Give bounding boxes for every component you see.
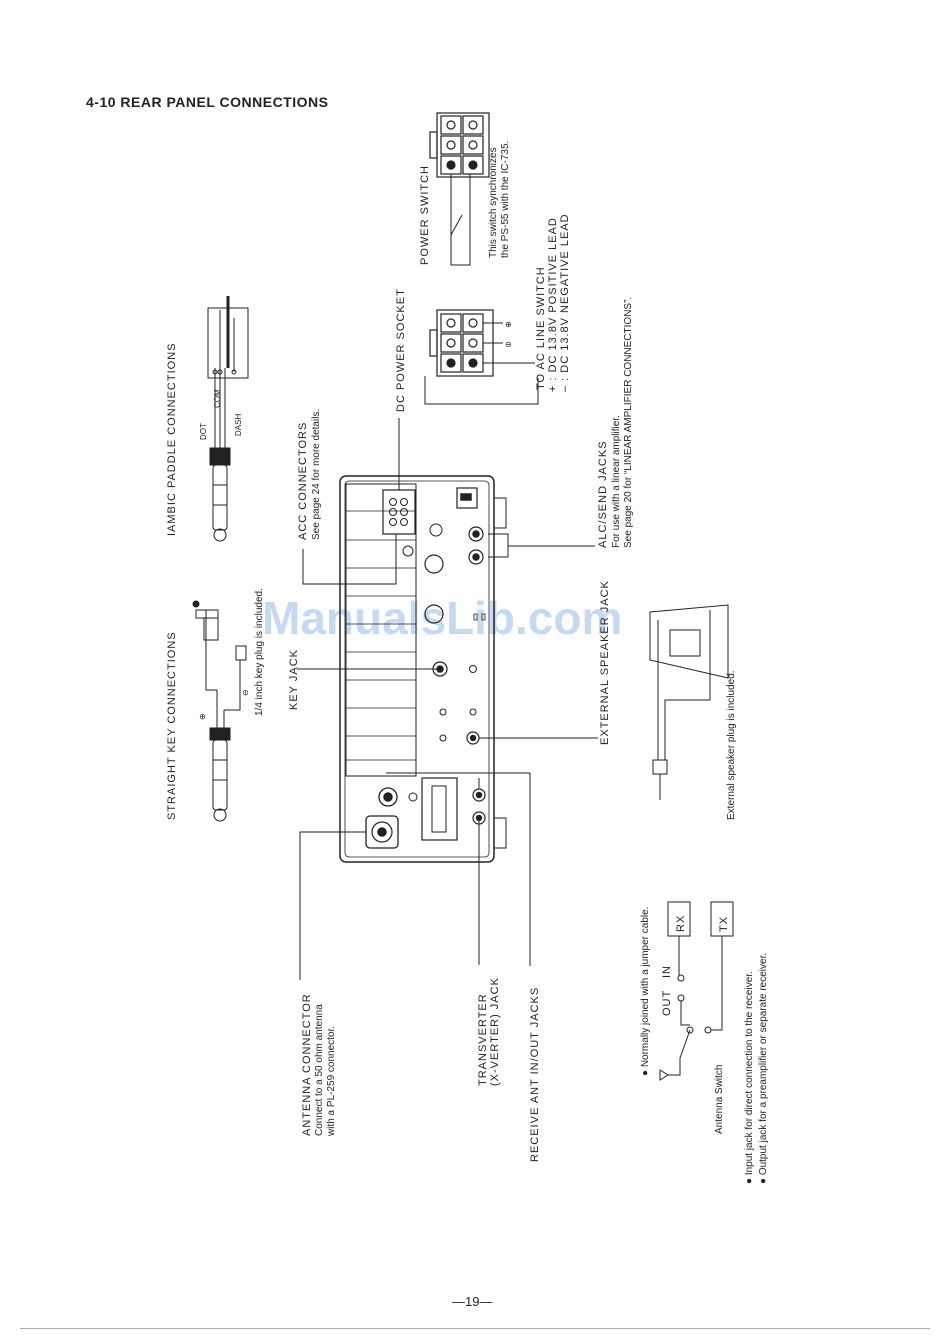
power-switch-plug-diagram [429, 112, 490, 266]
svg-text:⊖: ⊖ [241, 689, 250, 696]
to-ac-label: TO AC LINE SWITCH [535, 266, 547, 390]
page-title: 4-10 REAR PANEL CONNECTIONS [86, 94, 329, 110]
transverter-label-2: (X-VERTER) JACK [489, 977, 501, 1086]
dc-pos-label: + : DC 13.8V POSITIVE LEAD [547, 217, 559, 392]
power-switch-label: POWER SWITCH [419, 165, 431, 265]
svg-text:⊖: ⊖ [505, 340, 512, 349]
ext-spk-label: EXTERNAL SPEAKER JACK [599, 580, 611, 745]
bottom-rule [20, 1328, 930, 1329]
jumper-note: ● Normally joined with a jumper cable. [640, 907, 651, 1076]
rx-label: RX [675, 915, 687, 932]
leader-lines [297, 418, 598, 980]
key-plug-note: 1/4 inch key plug is included. [254, 588, 265, 716]
svg-text:⊕: ⊕ [505, 320, 512, 329]
external-speaker-diagram [649, 604, 729, 800]
transverter-label-1: TRANSVERTER [477, 993, 489, 1086]
dot-label: DOT [199, 423, 208, 440]
acc-sub: See page 24 for more details. [311, 409, 322, 540]
output-note: ● Output jack for a preamplifier or sepa… [758, 953, 769, 1184]
com-label: COM [213, 389, 222, 408]
alc-sub-2: See page 20 for “LINEAR AMPLIFIER CONNEC… [623, 297, 634, 548]
ps-note-2: the PS-55 with the IC-735. [500, 141, 511, 258]
ext-spk-note: External speaker plug is included. [726, 670, 737, 820]
antenna-switch-label: Antenna Switch [714, 1065, 725, 1135]
antenna-sub-1: Connect to a 50 ohm antenna [314, 1004, 325, 1136]
dash-label: DASH [234, 414, 243, 436]
alc-label: ALC/SEND JACKS [597, 440, 609, 548]
dc-neg-label: – : DC 13.8V NEGATIVE LEAD [559, 213, 571, 392]
page-number: —19— [452, 1294, 493, 1309]
svg-text:⊕: ⊕ [198, 713, 207, 720]
dc-power-socket-diagram [424, 309, 539, 405]
antenna-label: ANTENNA CONNECTOR [301, 993, 313, 1136]
transceiver-rear-panel [339, 475, 507, 863]
antenna-sub-2: with a PL-259 connector. [326, 1026, 337, 1137]
iambic-label: IAMBIC PADDLE CONNECTIONS [166, 343, 178, 537]
out-label: OUT [661, 990, 673, 1016]
iambic-paddle-diagram [207, 296, 249, 542]
tx-label: TX [718, 916, 730, 932]
in-label: IN [661, 965, 673, 978]
key-jack-label: KEY JACK [288, 649, 300, 710]
input-note: ● Input jack for direct connection to th… [744, 971, 755, 1184]
alc-sub-1: For use with a linear amplifier. [611, 415, 622, 548]
antenna-switch-schematic [659, 901, 734, 1081]
receive-ant-label: RECEIVE ANT IN/OUT JACKS [529, 987, 541, 1162]
straight-key-label: STRAIGHT KEY CONNECTIONS [166, 631, 178, 820]
acc-label: ACC CONNECTORS [297, 422, 309, 540]
dc-socket-label: DC POWER SOCKET [395, 288, 407, 412]
straight-key-diagram [192, 600, 247, 822]
ps-note-1: This switch synchronizes [488, 147, 499, 258]
